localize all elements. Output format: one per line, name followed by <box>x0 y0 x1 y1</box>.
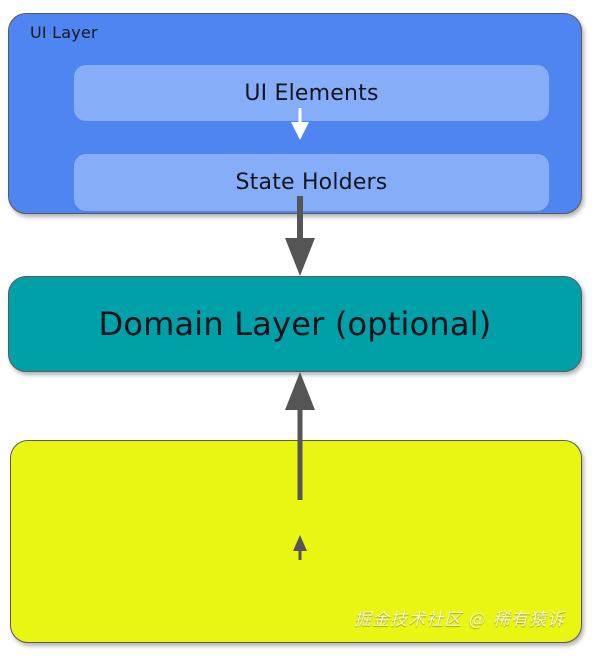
data-layer-container: Repositories Data Sources 掘金技术社区 @ 稀有猿诉 <box>10 440 582 643</box>
domain-layer-label: Domain Layer (optional) <box>98 305 492 343</box>
state-holders-box: State Holders <box>74 154 549 211</box>
ui-layer-container: UI Elements State Holders <box>8 13 582 214</box>
ui-elements-box: UI Elements <box>74 65 549 121</box>
domain-layer-container: Domain Layer (optional) <box>8 276 582 372</box>
ui-elements-label: UI Elements <box>244 80 379 106</box>
ui-layer-label: UI Layer <box>30 23 98 42</box>
watermark-text: 掘金技术社区 @ 稀有猿诉 <box>354 610 565 630</box>
state-holders-label: State Holders <box>235 170 388 195</box>
